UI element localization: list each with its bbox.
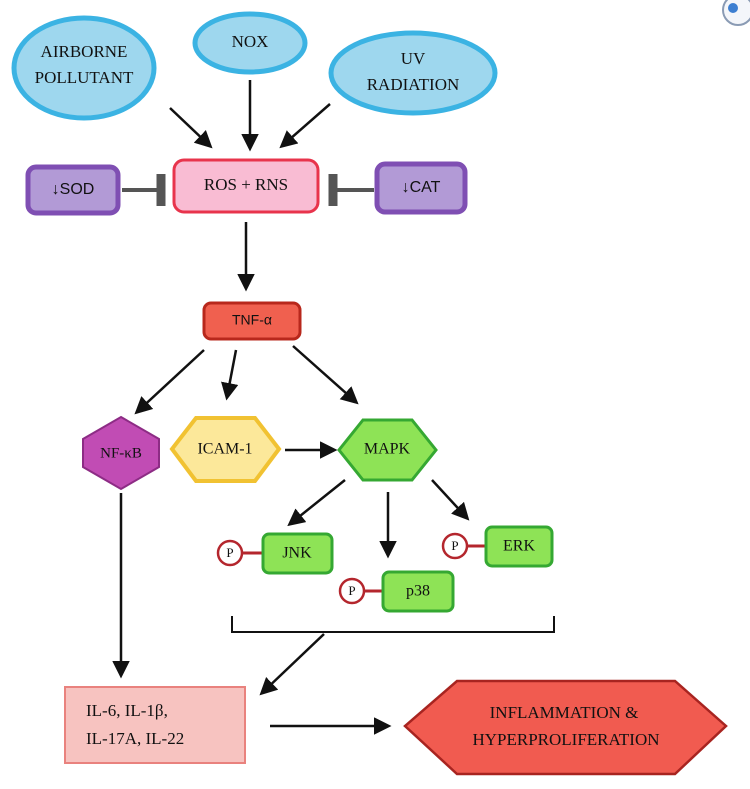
jnk-phospho-group: P <box>216 539 262 567</box>
node-airborne-pollutant[interactable]: AIRBORNE POLLUTANT <box>11 15 157 121</box>
node-inflammation-hyperproliferation[interactable]: INFLAMMATION & HYPERPROLIFERATION <box>403 679 728 776</box>
sod-label: ↓SOD <box>52 181 95 198</box>
airborne-pollutant-line2: POLLUTANT <box>35 68 134 87</box>
erk-phospho-label: P <box>451 538 458 553</box>
p38-phospho-label: P <box>348 583 355 598</box>
erk-label: ERK <box>503 538 535 555</box>
jnk-label: JNK <box>282 545 312 562</box>
airborne-pollutant-line1: AIRBORNE <box>41 42 128 61</box>
node-cytokines[interactable]: IL-6, IL-1β, IL-17A, IL-22 <box>64 686 246 764</box>
node-tnf-alpha[interactable]: TNF-α <box>202 301 302 341</box>
inhibit-sod-to-ros <box>122 174 166 206</box>
tnf-alpha-label: TNF-α <box>232 312 272 328</box>
zoom-lens-icon[interactable] <box>722 0 750 26</box>
nf-kb-label: NF-κB <box>100 445 142 461</box>
icam-1-label: ICAM-1 <box>197 441 252 458</box>
ros-rns-label: ROS + RNS <box>204 175 288 194</box>
cytokines-line2: IL-17A, IL-22 <box>86 729 184 748</box>
node-erk[interactable]: P ERK <box>441 525 554 568</box>
node-nf-kb[interactable]: NF-κB <box>82 415 160 491</box>
node-mapk[interactable]: MAPK <box>337 418 438 482</box>
node-uv-radiation[interactable]: UV RADIATION <box>328 30 498 116</box>
uv-radiation-line2: RADIATION <box>367 75 460 94</box>
uv-radiation-line1: UV <box>401 49 426 68</box>
outcome-line2: HYPERPROLIFERATION <box>472 730 659 749</box>
p38-phospho-group: P <box>338 577 382 605</box>
node-p38[interactable]: P p38 <box>338 570 455 613</box>
arrow-uv-to-ros <box>279 103 331 149</box>
p38-label: p38 <box>406 583 430 600</box>
cat-label: ↓CAT <box>402 179 441 196</box>
arrow-tnf-to-icam <box>221 349 239 401</box>
inhibit-cat-to-ros <box>328 174 374 206</box>
node-cat[interactable]: ↓CAT <box>374 161 468 215</box>
outcome-line1: INFLAMMATION & <box>490 703 639 722</box>
node-jnk[interactable]: P JNK <box>216 532 334 575</box>
erk-phospho-group: P <box>441 532 485 560</box>
arrow-pollutant-to-ros <box>169 107 213 149</box>
arrow-tnf-to-nfkb <box>134 349 205 415</box>
cytokines-line1: IL-6, IL-1β, <box>86 701 168 720</box>
arrow-mapk-to-erk <box>431 479 470 521</box>
arrow-kinases-to-cytokines <box>259 633 325 696</box>
node-nox[interactable]: NOX <box>192 11 308 75</box>
mapk-label: MAPK <box>364 441 411 458</box>
nox-label: NOX <box>232 32 269 51</box>
jnk-phospho-label: P <box>226 545 233 560</box>
node-ros-rns[interactable]: ROS + RNS <box>172 158 320 214</box>
kinase-bracket <box>231 616 555 633</box>
node-icam-1[interactable]: ICAM-1 <box>169 416 282 483</box>
node-sod[interactable]: ↓SOD <box>25 164 121 216</box>
arrow-tnf-to-mapk <box>292 345 359 405</box>
arrow-mapk-to-jnk <box>287 479 346 527</box>
